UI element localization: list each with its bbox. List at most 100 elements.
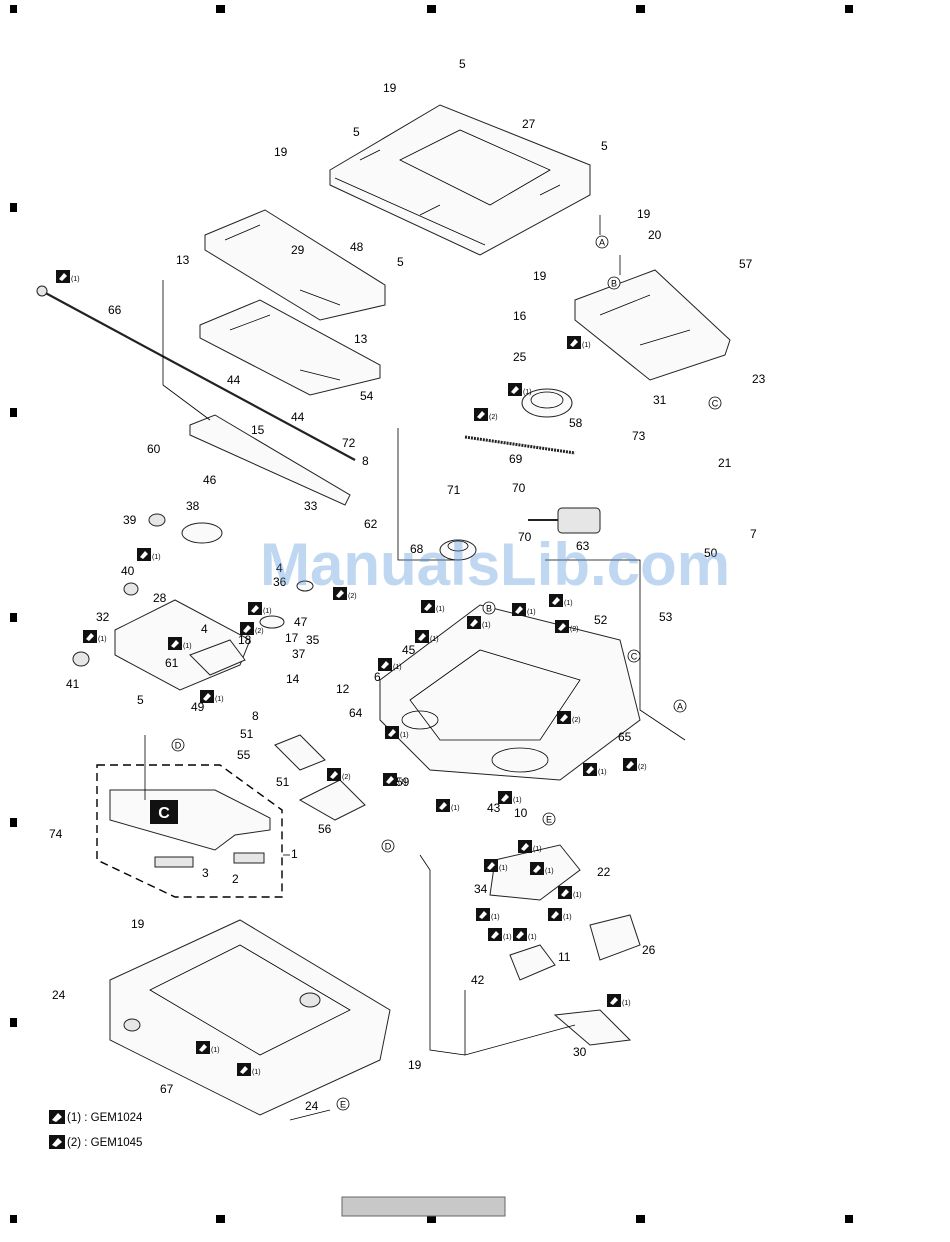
grease-badge-suffix: (1): [582, 342, 591, 349]
callout-60: 60: [147, 442, 161, 456]
grease-icon: [508, 383, 522, 396]
callout-42: 42: [471, 973, 485, 987]
grease-icon: [200, 690, 214, 703]
callout-31: 31: [653, 393, 667, 407]
callout-50: 50: [704, 546, 718, 560]
ref-letter: D: [175, 741, 182, 751]
callout-7: 7: [750, 527, 757, 541]
grease-icon: [518, 840, 532, 853]
callout-35: 35: [306, 633, 320, 647]
bracket-33: [189, 414, 351, 506]
callout-40: 40: [121, 564, 135, 578]
grease-badge: (2): [333, 587, 357, 600]
ref-E: E: [336, 1097, 350, 1111]
callout-19: 19: [533, 269, 547, 283]
callout-14: 14: [286, 672, 300, 686]
callout-36: 36: [273, 575, 287, 589]
callout-5: 5: [137, 693, 144, 707]
callout-12: 12: [336, 682, 350, 696]
gears: [72, 513, 314, 667]
grease-badge: (1): [476, 908, 500, 921]
callout-66: 66: [108, 303, 122, 317]
legend-item-1: (1) : GEM1024: [67, 1112, 143, 1124]
callout-25: 25: [513, 350, 527, 364]
callout-55: 55: [237, 748, 251, 762]
grease-icon: [530, 862, 544, 875]
grease-icon: [498, 791, 512, 804]
grease-badge: (1): [196, 1041, 220, 1054]
grease-icon: [467, 616, 481, 629]
ref-B: B: [482, 601, 496, 615]
callout-13: 13: [176, 253, 190, 267]
callout-57: 57: [739, 257, 753, 271]
callout-74: 74: [49, 827, 63, 841]
grease-badge-suffix: (1): [527, 609, 536, 616]
grease-badge: (1): [168, 637, 192, 650]
grease-badge: (1): [385, 726, 409, 739]
callout-51: 51: [240, 727, 254, 741]
grease-badge-suffix: (1): [523, 389, 532, 396]
grease-badge-suffix: (1): [491, 914, 500, 921]
disc-58: [521, 388, 573, 418]
grease-badge: (1): [508, 383, 532, 396]
grease-icon: [623, 758, 637, 771]
callout-23: 23: [752, 372, 766, 386]
grease-icon: [385, 726, 399, 739]
callout-69: 69: [509, 452, 523, 466]
grease-badge: (1): [558, 886, 582, 899]
grease-icon: [555, 620, 569, 633]
grease-icon: [476, 908, 490, 921]
callout-73: 73: [632, 429, 646, 443]
callout-37: 37: [292, 647, 306, 661]
callout-67: 67: [160, 1082, 174, 1096]
grease-badge-suffix: (1): [622, 1000, 631, 1007]
grease-badge-suffix: (1): [263, 608, 272, 615]
callout-17: 17: [285, 631, 299, 645]
callout-5: 5: [459, 57, 466, 71]
ref-letter: C: [712, 399, 719, 409]
grease-icon: [512, 603, 526, 616]
callout-63: 63: [576, 539, 590, 553]
callout-19: 19: [408, 1058, 422, 1072]
grease-badge-suffix: (1): [513, 797, 522, 804]
callout-70: 70: [518, 530, 532, 544]
grease-icon: [474, 408, 488, 421]
grease-badge: (1): [56, 270, 80, 283]
grease-badge: (2): [555, 620, 579, 633]
ref-A: A: [673, 699, 687, 713]
grease-badge-suffix: (1): [430, 636, 439, 643]
callout-48: 48: [350, 240, 364, 254]
grease-icon: [56, 270, 70, 283]
grease-badge: (1): [498, 791, 522, 804]
grease-badge: (1): [436, 799, 460, 812]
grease-badge-suffix: (2): [255, 628, 264, 635]
registration-marks: [10, 5, 853, 1223]
callout-19: 19: [383, 81, 397, 95]
callout-19: 19: [274, 145, 288, 159]
callout-39: 39: [123, 513, 137, 527]
grease-icon: [513, 928, 527, 941]
grease-badge-suffix: (1): [563, 914, 572, 921]
callout-4: 4: [201, 622, 208, 636]
plate-29: [204, 209, 386, 321]
grease-badge-suffix: (1): [533, 846, 542, 853]
callout-30: 30: [573, 1045, 587, 1059]
grease-badge-suffix: (1): [451, 805, 460, 812]
legend: (1) : GEM1024 (2) : GEM1045: [49, 1110, 143, 1149]
pcb-label: C: [158, 805, 170, 822]
callout-13: 13: [354, 332, 368, 346]
grease-badge: (2): [623, 758, 647, 771]
callout-8: 8: [252, 709, 259, 723]
callout-70: 70: [512, 481, 526, 495]
grease-icon: [83, 630, 97, 643]
ref-letter: E: [546, 815, 552, 825]
callout-38: 38: [186, 499, 200, 513]
grease-icon: [237, 1063, 251, 1076]
lever-group: [489, 844, 641, 1046]
grease-badge-suffix: (1): [211, 1047, 220, 1054]
callout-44: 44: [291, 410, 305, 424]
grease-badge-suffix: (1): [98, 636, 107, 643]
callout-28: 28: [153, 591, 167, 605]
